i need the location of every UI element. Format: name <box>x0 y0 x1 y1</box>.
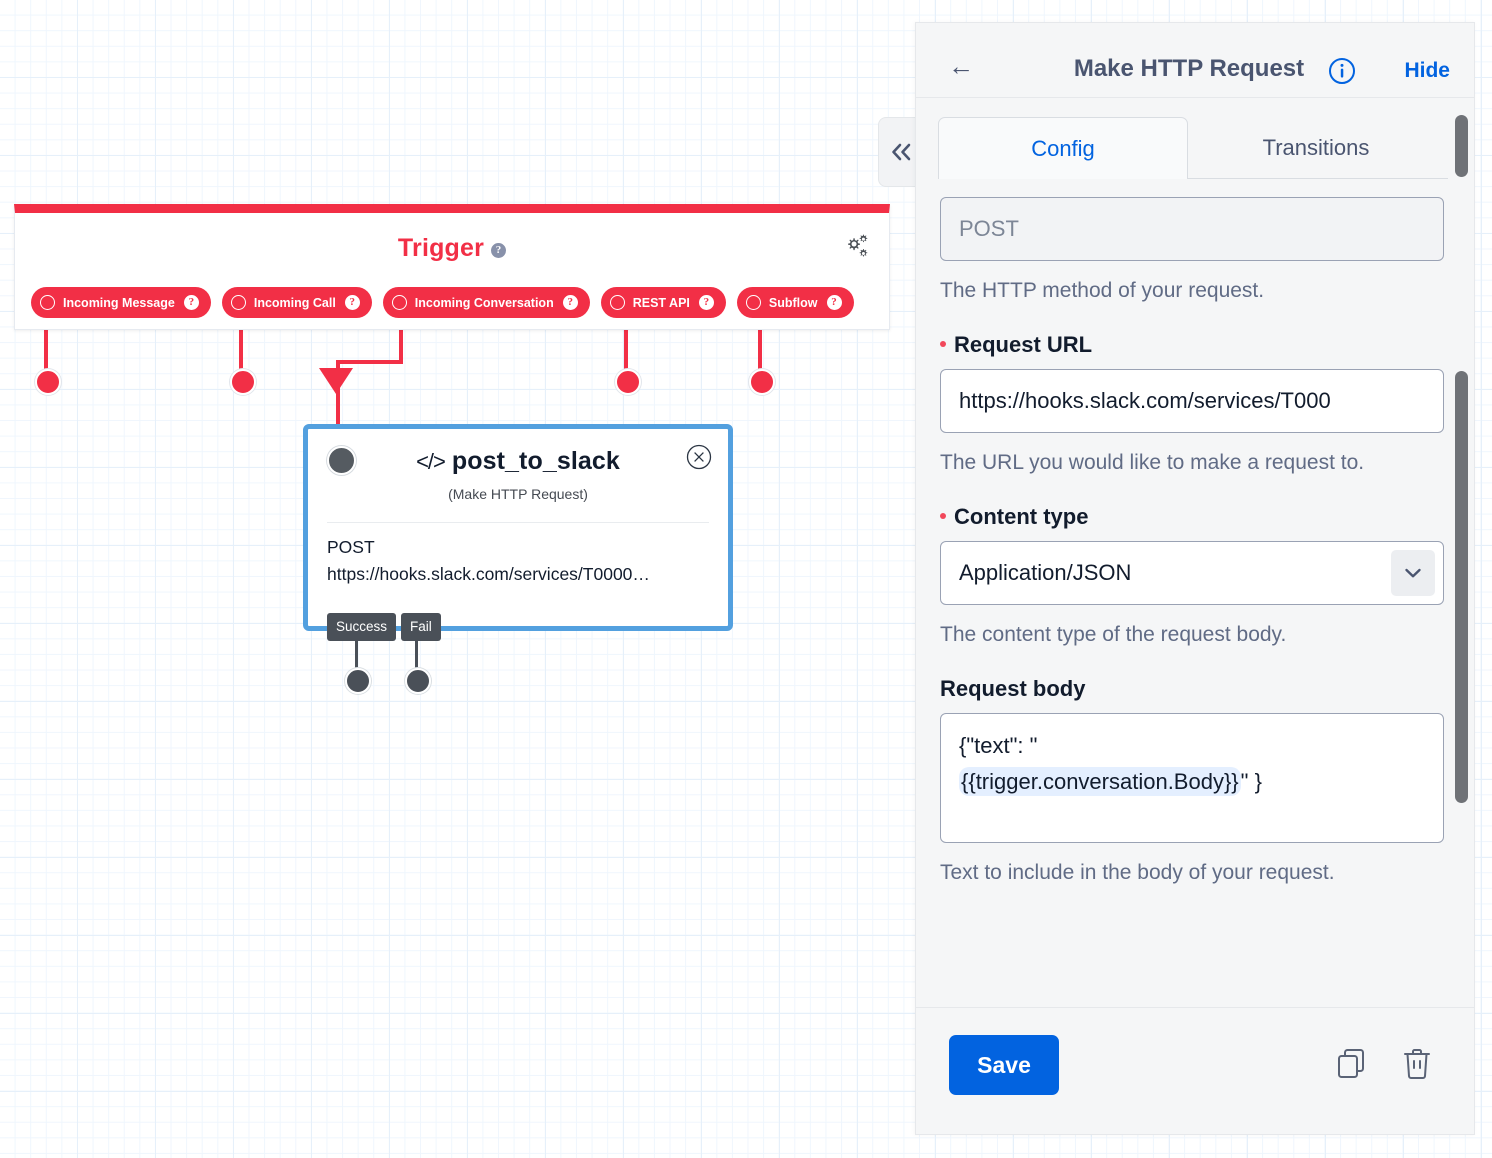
tabs-baseline <box>938 178 1448 179</box>
code-icon: </> <box>416 449 446 474</box>
tab-config[interactable]: Config <box>938 117 1188 179</box>
connector-stem-incoming-message <box>44 330 48 378</box>
tab-transitions[interactable]: Transitions <box>1262 135 1370 160</box>
request-body-textarea[interactable]: {"text": " {{trigger.conversation.Body}}… <box>940 713 1444 843</box>
port-label: REST API <box>632 295 690 310</box>
trigger-port-rest-api[interactable]: REST API ? <box>600 287 726 318</box>
port-help-icon[interactable]: ? <box>826 295 842 310</box>
request-body-hint: Text to include in the body of your requ… <box>940 861 1335 884</box>
panel-header: ← Make HTTP Request Hide <box>916 23 1474 98</box>
trigger-port-incoming-message[interactable]: Incoming Message ? <box>31 287 211 318</box>
trigger-port-subflow[interactable]: Subflow ? <box>736 287 854 318</box>
request-url-input[interactable]: https://hooks.slack.com/services/T000 <box>940 369 1444 433</box>
request-url-hint: The URL you would like to make a request… <box>940 451 1365 474</box>
connector-stem-incoming-conversation <box>399 330 403 364</box>
trigger-header: Trigger? <box>15 213 889 275</box>
request-body-label: Request body <box>940 676 1086 701</box>
port-label: Incoming Call <box>253 295 336 310</box>
node-subtitle: (Make HTTP Request) <box>448 486 588 502</box>
panel-footer: Save <box>916 1007 1474 1134</box>
port-label: Subflow <box>768 295 818 310</box>
save-button[interactable]: Save <box>949 1035 1059 1095</box>
connector-stem-incoming-call <box>239 330 243 378</box>
trigger-port-list: Incoming Message ? Incoming Call ? Incom… <box>31 287 854 318</box>
http-method-value: POST <box>959 216 1019 241</box>
output-stem-fail <box>415 640 418 680</box>
node-header: </>post_to_slack (Make HTTP Request) <box>308 429 728 523</box>
port-help-icon[interactable]: ? <box>183 295 199 310</box>
connector-stem-subflow <box>758 330 762 378</box>
port-label: Incoming Message <box>63 295 175 310</box>
required-dot-icon <box>940 513 946 519</box>
panel-scrollbar-outer[interactable] <box>1455 115 1468 177</box>
connector-endpoint-subflow[interactable] <box>749 369 775 395</box>
panel-scrollbar-inner[interactable] <box>1455 371 1468 803</box>
node-title-text: post_to_slack <box>451 447 620 475</box>
trigger-help-icon[interactable]: ? <box>491 243 507 258</box>
output-endpoint-fail[interactable] <box>405 668 431 694</box>
request-body-prefix: {"text": " <box>959 733 1038 758</box>
node-summary: POST https://hooks.slack.com/services/T0… <box>327 534 714 588</box>
node-summary-url: https://hooks.slack.com/services/T0000… <box>327 564 650 584</box>
request-body-suffix: " } <box>1240 769 1262 794</box>
arrow-left-icon[interactable]: ← <box>948 51 974 81</box>
node-title: </>post_to_slack <box>308 447 728 476</box>
copy-icon[interactable] <box>1336 1046 1370 1082</box>
node-summary-method: POST <box>327 537 375 557</box>
port-connector-icon <box>609 295 625 310</box>
node-input-port[interactable] <box>327 446 356 475</box>
trigger-widget[interactable]: Trigger? Incoming Message <box>14 204 890 330</box>
panel-title: Make HTTP Request <box>1073 55 1305 82</box>
connector-arrowhead <box>319 368 353 394</box>
content-type-hint: The content type of the request body. <box>940 623 1287 646</box>
port-connector-icon <box>745 295 761 310</box>
output-endpoint-success[interactable] <box>345 668 371 694</box>
gears-icon[interactable] <box>841 231 871 261</box>
request-url-value: https://hooks.slack.com/services/T000 <box>959 388 1331 413</box>
output-label-fail[interactable]: Fail <box>401 613 441 641</box>
output-label-success[interactable]: Success <box>327 613 397 641</box>
http-method-hint: The HTTP method of your request. <box>940 279 1265 302</box>
http-method-field[interactable]: POST <box>940 197 1444 261</box>
output-stem-success <box>355 640 358 680</box>
request-url-label: Request URL <box>940 332 1450 358</box>
content-type-value: Application/JSON <box>959 560 1132 585</box>
chevron-down-icon[interactable] <box>1391 550 1435 596</box>
trash-icon[interactable] <box>1400 1046 1434 1082</box>
connector-stem-rest-api <box>624 330 628 378</box>
required-dot-icon <box>940 341 946 347</box>
node-card-post-to-slack[interactable]: </>post_to_slack (Make HTTP Request) POS… <box>303 424 733 631</box>
hide-panel-button[interactable]: Hide <box>1404 59 1450 82</box>
request-body-token[interactable]: {{trigger.conversation.Body}} <box>959 767 1241 796</box>
connector-endpoint-incoming-message[interactable] <box>35 369 61 395</box>
content-type-label: Content type <box>940 504 1450 530</box>
chevron-double-left-icon <box>892 143 911 161</box>
connector-elbow-incoming-conversation <box>336 360 403 364</box>
port-help-icon[interactable]: ? <box>562 295 578 310</box>
info-circle-icon[interactable] <box>1328 57 1356 85</box>
request-url-label-text: Request URL <box>954 332 1093 357</box>
trigger-title: Trigger? <box>15 234 889 263</box>
port-connector-icon <box>230 295 246 310</box>
panel-body: POST The HTTP method of your request. Re… <box>916 179 1474 1008</box>
trigger-title-text: Trigger <box>397 234 485 262</box>
port-help-icon[interactable]: ? <box>698 295 714 310</box>
panel-tabs: Config Transitions <box>916 117 1474 179</box>
connector-endpoint-incoming-call[interactable] <box>230 369 256 395</box>
node-config-panel: ← Make HTTP Request Hide Config Transiti… <box>915 22 1475 1135</box>
trigger-port-incoming-call[interactable]: Incoming Call ? <box>221 287 372 318</box>
node-divider <box>327 522 709 523</box>
port-connector-icon <box>40 295 55 310</box>
port-connector-icon <box>391 295 407 310</box>
port-help-icon[interactable]: ? <box>344 295 360 310</box>
port-label: Incoming Conversation <box>414 295 554 310</box>
connector-endpoint-rest-api[interactable] <box>615 369 641 395</box>
content-type-select[interactable]: Application/JSON <box>940 541 1444 605</box>
content-type-label-text: Content type <box>954 504 1089 529</box>
trigger-port-incoming-conversation[interactable]: Incoming Conversation ? <box>382 287 590 318</box>
close-circle-icon[interactable] <box>686 444 712 470</box>
